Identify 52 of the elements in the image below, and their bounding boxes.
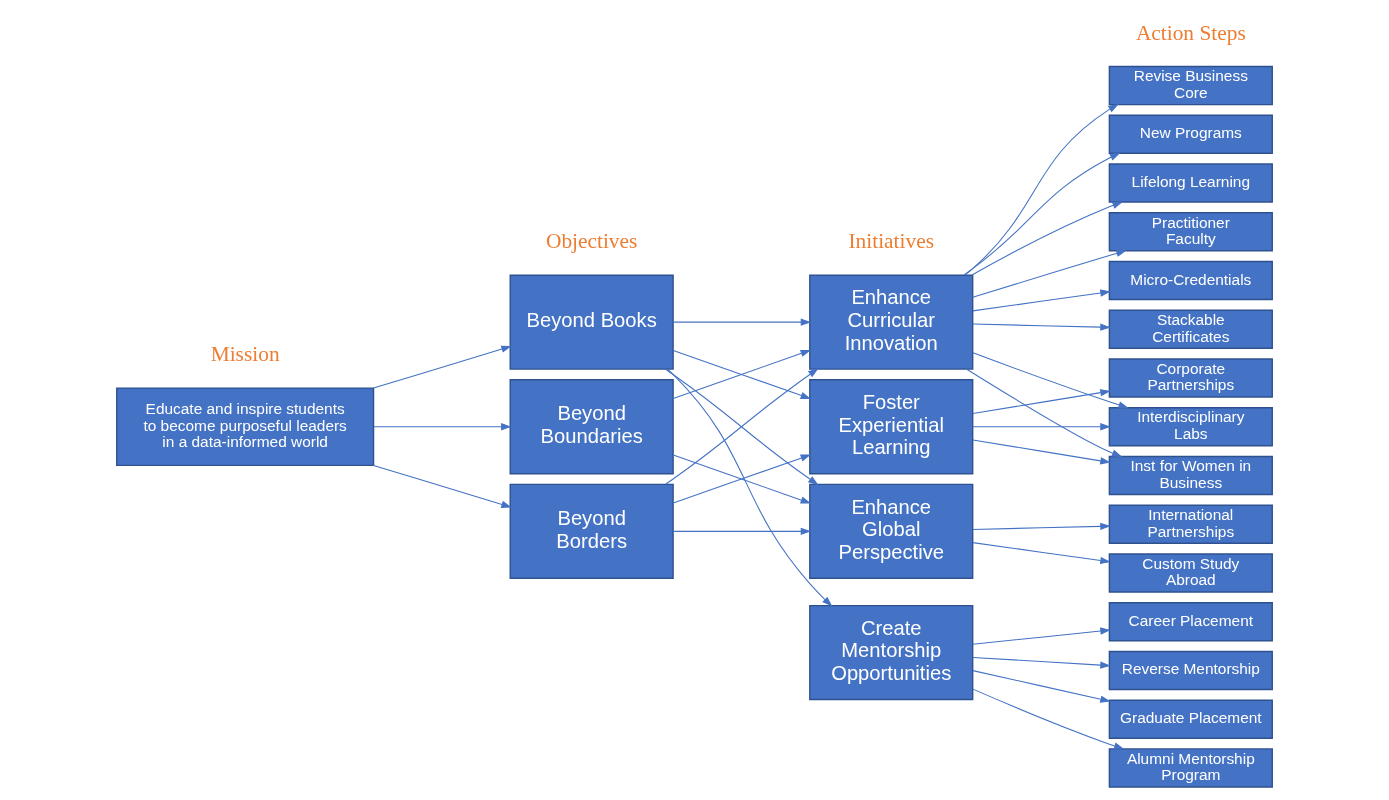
node-box: Reverse Mentorship bbox=[1108, 650, 1273, 691]
node-box: Inst for Women in Business bbox=[1108, 455, 1273, 496]
node-box: Revise Business Core bbox=[1108, 65, 1273, 106]
node-box: Custom Study Abroad bbox=[1108, 553, 1273, 593]
arrow bbox=[972, 688, 1125, 750]
node-box: Practitioner Faculty bbox=[1108, 212, 1273, 252]
arrow bbox=[672, 349, 812, 399]
node-box: Enhance Curricular Innovation bbox=[809, 274, 974, 370]
label: Initiatives bbox=[848, 228, 934, 253]
arrow bbox=[373, 423, 512, 431]
arrow bbox=[972, 656, 1111, 669]
arrow bbox=[972, 249, 1127, 298]
arrow bbox=[972, 542, 1111, 565]
node-box: Create Mentorship Opportunities bbox=[809, 604, 974, 701]
arrow bbox=[672, 318, 812, 326]
arrow bbox=[972, 289, 1111, 312]
arrow bbox=[672, 454, 812, 504]
node-box: Educate and inspire students to become purposeful leaders in a data-informed world bbox=[116, 387, 375, 467]
arrow bbox=[972, 423, 1111, 431]
arrow bbox=[667, 368, 833, 607]
arrow bbox=[972, 627, 1111, 645]
node-box: Lifelong Learning bbox=[1108, 163, 1273, 203]
arrow bbox=[972, 522, 1111, 531]
arrow bbox=[964, 103, 1119, 276]
node-box: Micro-Credentials bbox=[1108, 260, 1273, 301]
arrow bbox=[972, 389, 1111, 415]
label: Action Steps bbox=[1135, 20, 1246, 45]
arrow bbox=[372, 464, 512, 508]
arrow bbox=[966, 368, 1123, 457]
arrow bbox=[372, 345, 512, 389]
node-box: Foster Experiential Learning bbox=[809, 379, 974, 475]
node-box: Corporate Partnerships bbox=[1108, 358, 1273, 398]
node-box: Enhance Global Perspective bbox=[809, 483, 974, 580]
label: Mission bbox=[210, 341, 280, 366]
node-box: Beyond Borders bbox=[509, 483, 674, 580]
node-box: Career Placement bbox=[1108, 601, 1273, 642]
node-box: Beyond Boundaries bbox=[509, 379, 674, 475]
node-box: Alumni Mentorship Program bbox=[1108, 748, 1273, 788]
arrow bbox=[972, 323, 1111, 331]
node-box: New Programs bbox=[1108, 114, 1273, 155]
arrow bbox=[963, 152, 1121, 276]
node-box: Graduate Placement bbox=[1108, 699, 1273, 739]
arrow bbox=[972, 352, 1129, 409]
node-box: International Partnerships bbox=[1108, 504, 1273, 544]
arrow bbox=[672, 527, 812, 536]
node-box: Stackable Certificates bbox=[1108, 309, 1273, 349]
arrow bbox=[971, 201, 1123, 276]
node-box: Interdisciplinary Labs bbox=[1108, 407, 1273, 447]
arrow bbox=[972, 439, 1111, 465]
node-box: Beyond Books bbox=[509, 274, 674, 370]
arrow bbox=[972, 670, 1111, 703]
label: Objectives bbox=[545, 228, 638, 253]
